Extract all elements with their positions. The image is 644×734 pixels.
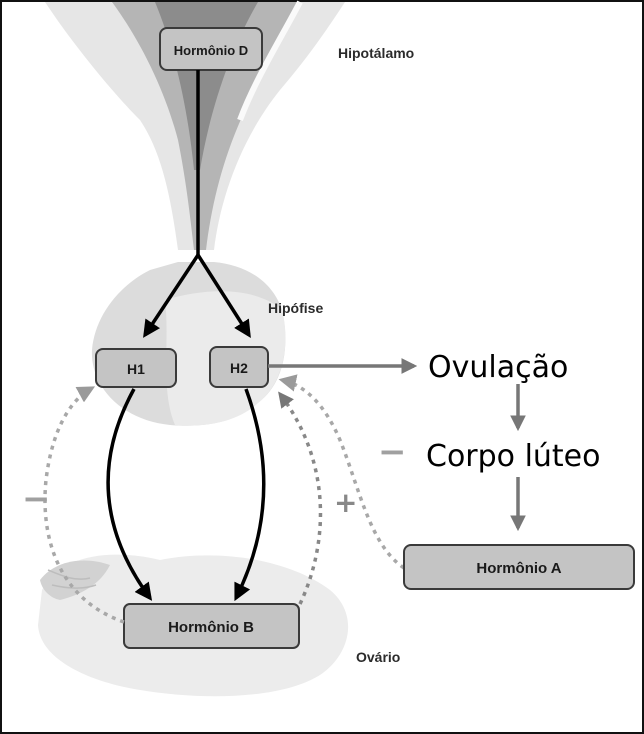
right-negative-sign: − <box>378 432 407 472</box>
positive-sign: + <box>334 486 357 519</box>
h2-label: H2 <box>230 360 248 376</box>
hormonio-d-box: Hormônio D <box>160 28 262 70</box>
hipofise-label: Hipófise <box>268 300 323 316</box>
hormonio-a-box: Hormônio A <box>404 545 634 589</box>
ovario-label: Ovário <box>356 649 400 665</box>
hipotalamo-label: Hipotálamo <box>338 45 414 61</box>
h2-box: H2 <box>210 347 268 387</box>
hormonio-b-label: Hormônio B <box>168 619 254 636</box>
left-negative-sign: − <box>22 479 51 519</box>
hormonio-d-label: Hormônio D <box>174 43 248 58</box>
corpo-luteo-label: Corpo lúteo <box>426 439 601 474</box>
h1-label: H1 <box>127 361 145 377</box>
h1-box: H1 <box>96 349 176 387</box>
ovulacao-label: Ovulação <box>428 350 568 385</box>
hormonio-a-label: Hormônio A <box>476 560 561 577</box>
hormonio-b-box: Hormônio B <box>124 604 299 648</box>
